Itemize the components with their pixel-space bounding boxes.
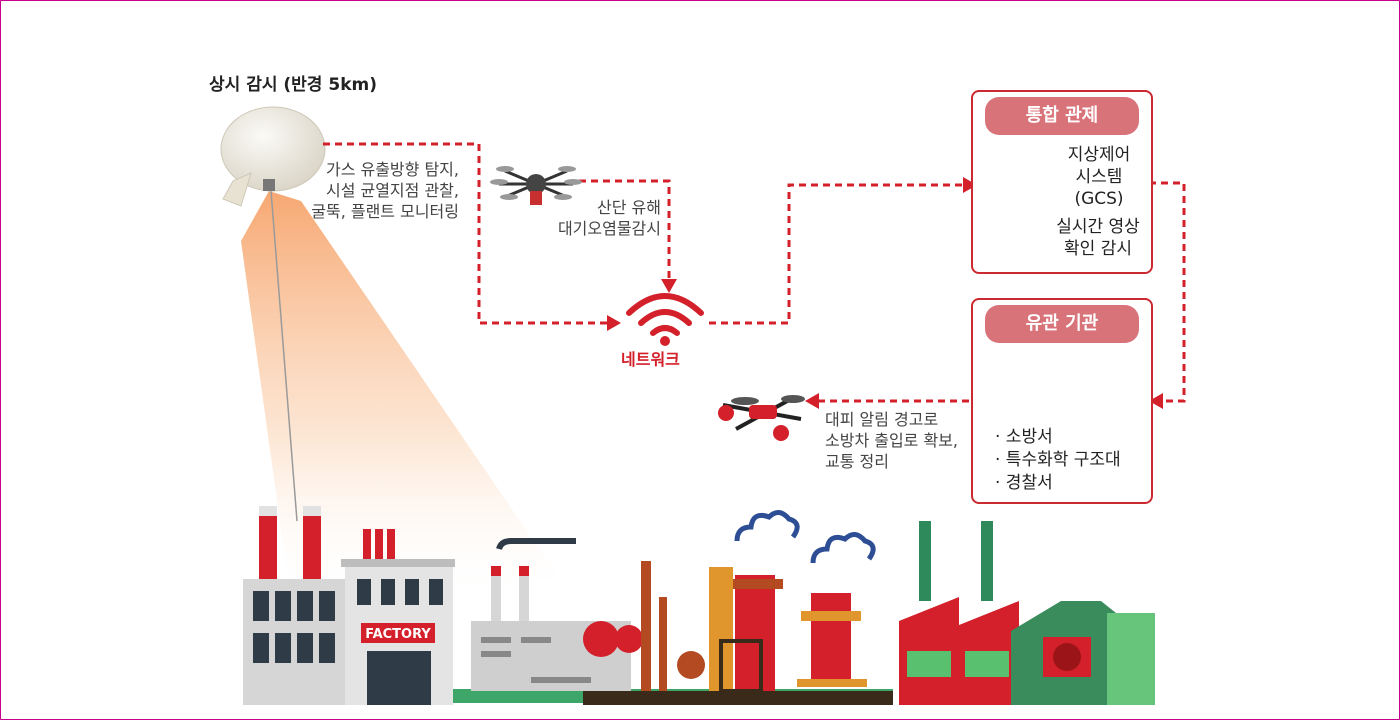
video-label-line: 실시간 영상 <box>1056 217 1140 237</box>
connector-arrowheads <box>607 177 1163 409</box>
drone-top-description: 산단 유해 대기오염물감시 <box>549 197 661 239</box>
video-label: 실시간 영상 확인 감시 <box>1043 216 1153 260</box>
balloon-title: 상시 감시 (반경 5km) <box>209 75 377 95</box>
balloon-desc-line: 굴뚝, 플랜트 모니터링 <box>311 202 459 221</box>
drone-top-desc-line: 대기오염물감시 <box>557 219 661 238</box>
dashed-connectors <box>323 142 1186 403</box>
network-wifi-icon <box>626 293 704 346</box>
drone-bottom-desc-line: 대피 알림 경고로 <box>825 410 939 429</box>
surveillance-beam <box>241 191 561 601</box>
gcs-label: 지상제어 시스템 (GCS) <box>1051 144 1147 210</box>
gcs-label-line: (GCS) <box>1074 189 1124 209</box>
network-label: 네트워크 <box>621 350 680 369</box>
video-label-line: 확인 감시 <box>1064 239 1132 259</box>
balloon-description: 가스 유출방향 탐지, 시설 균열지점 관찰, 굴뚝, 플랜트 모니터링 <box>309 159 459 222</box>
factory-sign: FACTORY <box>365 627 431 642</box>
refinery <box>583 510 893 705</box>
agency-list-item: · 특수화학 구조대 <box>995 450 1121 470</box>
red-factory <box>899 521 1019 705</box>
drone-bottom-desc-line: 소방차 출입로 확보, <box>825 431 959 450</box>
agency-list-item: · 소방서 <box>995 427 1053 447</box>
balloon-desc-line: 가스 유출방향 탐지, <box>325 160 459 179</box>
drone-bottom-icon <box>718 395 805 441</box>
gcs-label-line: 지상제어 <box>1067 145 1131 165</box>
balloon-desc-line: 시설 균열지점 관찰, <box>325 181 459 200</box>
drone-top-icon <box>490 166 582 205</box>
factory-building: FACTORY <box>243 506 455 705</box>
drone-bottom-desc-line: 교통 정리 <box>825 452 889 471</box>
gcs-label-line: 시스템 <box>1075 167 1123 187</box>
agency-list: · 소방서 · 특수화학 구조대 · 경찰서 <box>995 426 1121 495</box>
balloon-tether <box>270 190 298 522</box>
control-box: 통합 관제 지상제어 시스템 (GCS) 실시간 영상 확인 감시 <box>971 90 1153 274</box>
grey-plant <box>471 538 643 691</box>
drone-bottom-description: 대피 알림 경고로 소방차 출입로 확보, 교통 정리 <box>825 409 958 472</box>
agency-box-title: 유관 기관 <box>985 305 1139 343</box>
surveillance-balloon <box>220 106 326 207</box>
control-box-title: 통합 관제 <box>985 97 1139 135</box>
green-plant <box>1011 601 1155 705</box>
drone-top-desc-line: 산단 유해 <box>597 198 661 217</box>
agency-box: 유관 기관 · 소방서 · 특수화학 구조대 · 경찰서 <box>971 298 1153 504</box>
agency-list-item: · 경찰서 <box>995 473 1053 493</box>
